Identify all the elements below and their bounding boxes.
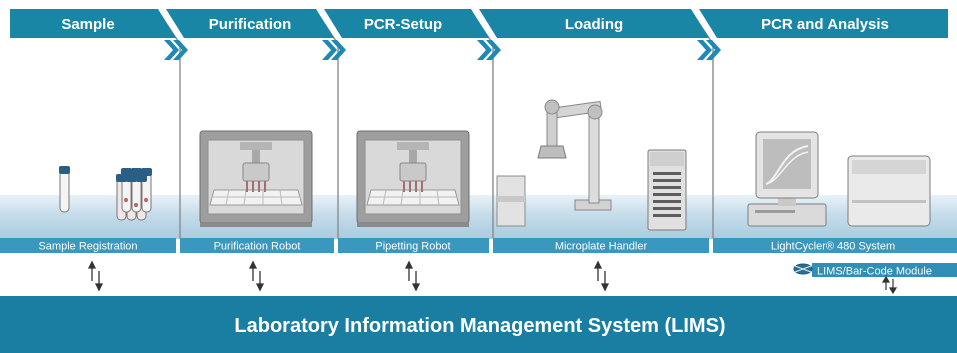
double-chevron-icon (477, 40, 501, 60)
chevrons (164, 40, 721, 60)
lims-barcode-module-label: LIMS/Bar-Code Module (817, 266, 932, 278)
sample-tube-icon (59, 166, 70, 213)
up-down-arrows-icon (404, 260, 421, 292)
barcode-module-icon (793, 263, 813, 275)
stage-title-loading: Loading (565, 16, 623, 33)
double-chevron-icon (697, 40, 721, 60)
caption-bg-pcr-setup (338, 238, 489, 253)
robot-enclosure-icon (199, 130, 313, 227)
up-down-arrows-icon (87, 260, 104, 292)
stage-title-purification: Purification (209, 16, 292, 33)
banner-pcr-analysis (699, 9, 948, 38)
robotic-arm-icon (496, 99, 612, 227)
lims-bar-title: Laboratory Information Management System… (234, 315, 725, 337)
banner-sample (10, 9, 176, 38)
caption-purification-robot: Purification Robot (214, 241, 301, 253)
caption-bg-purification (180, 238, 334, 253)
lims-bar (0, 296, 957, 353)
pc-monitor-icon (747, 131, 827, 227)
double-chevron-icon (164, 40, 188, 60)
banner-purification (166, 9, 334, 38)
stage-title-pcr-analysis: PCR and Analysis (761, 16, 889, 33)
banner-loading (479, 9, 709, 38)
caption-bg-pcr-analysis (713, 238, 957, 253)
up-down-arrows-icon (248, 260, 265, 292)
data-flow-arrows (87, 260, 610, 292)
sample-tubes (59, 166, 152, 221)
robot-enclosure-icon (356, 130, 470, 227)
caption-microplate-handler: Microplate Handler (555, 241, 648, 253)
banner-pcr-setup (324, 9, 489, 38)
double-chevron-icon (322, 40, 346, 60)
pcr-instrument-icon (847, 155, 931, 227)
caption-lightcycler-system: LightCycler® 480 System (771, 241, 895, 253)
lims-barcode-module (793, 263, 957, 295)
caption-sample-registration: Sample Registration (38, 241, 137, 253)
stage-title-pcr-setup: PCR-Setup (364, 16, 442, 33)
caption-bg-loading (493, 238, 709, 253)
caption-bg-sample (0, 238, 176, 253)
stage-title-sample: Sample (61, 16, 114, 33)
caption-bar (0, 238, 957, 253)
plate-stacker-icon (647, 149, 687, 231)
sample-tube-rack-icon (116, 168, 152, 221)
up-down-arrows-icon (593, 260, 610, 292)
stage-banners (10, 9, 948, 38)
caption-pipetting-robot: Pipetting Robot (375, 241, 450, 253)
